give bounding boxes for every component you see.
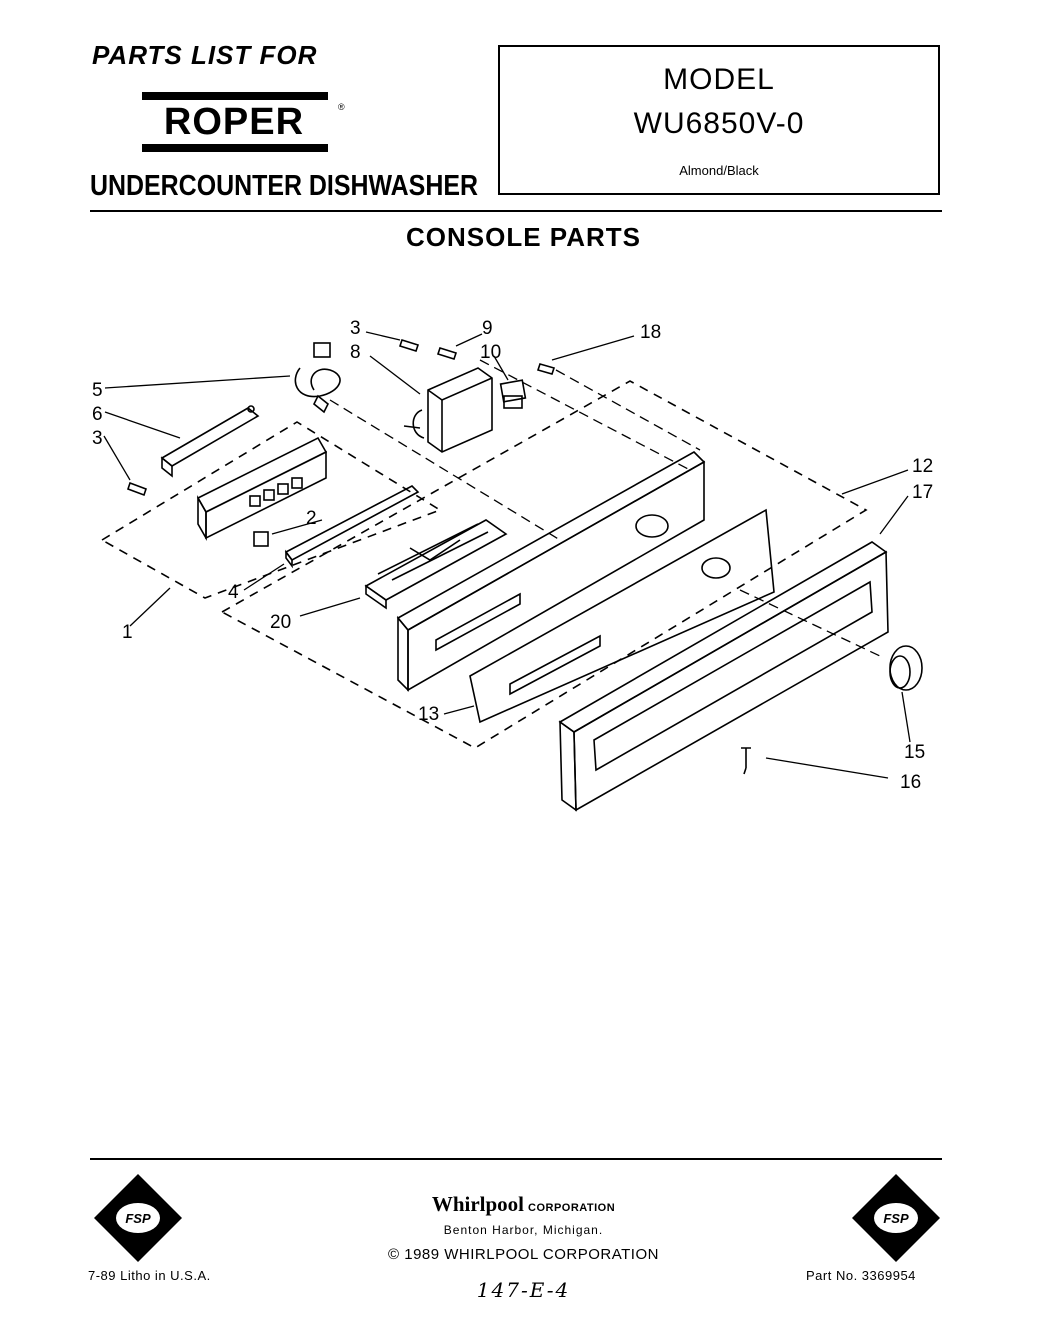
corporation-block: Whirlpool CORPORATION Benton Harbor, Mich…	[0, 1192, 1047, 1263]
roper-logo: ROPER	[138, 92, 330, 154]
console-panel-part	[396, 451, 706, 692]
callout-20: 20	[270, 612, 291, 633]
callout-16: 16	[900, 772, 921, 793]
bracket-part	[160, 405, 260, 478]
callout-3-left: 3	[92, 428, 103, 449]
logo-bar-bottom	[142, 144, 328, 152]
registered-mark: ®	[338, 102, 345, 112]
knob-part	[889, 645, 923, 691]
model-number: WU6850V-0	[633, 107, 805, 140]
callout-4: 4	[228, 582, 239, 603]
overlay-part	[469, 508, 775, 724]
switch-part	[499, 379, 527, 409]
model-color: Almond/Black	[679, 163, 759, 178]
parts-list-heading: PARTS LIST FOR	[92, 40, 318, 70]
litho-note: 7-89 Litho in U.S.A.	[88, 1268, 211, 1283]
logo-bar-top	[142, 92, 328, 100]
callout-6: 6	[92, 404, 103, 425]
wire-harness-part	[294, 342, 341, 414]
product-title: UNDERCOUNTER DISHWASHER	[90, 170, 478, 202]
corporation-name: Whirlpool	[431, 1192, 524, 1216]
part-number: Part No. 3369954	[806, 1268, 916, 1283]
control-board-part	[364, 519, 508, 610]
callout-2: 2	[306, 508, 317, 529]
callout-15: 15	[904, 742, 925, 763]
fsp-logo-right: FSP	[852, 1174, 940, 1262]
model-box: MODEL WU6850V-0 Almond/Black	[498, 45, 940, 195]
callout-3-top: 3	[350, 318, 361, 339]
model-label: MODEL	[663, 63, 775, 96]
display-strip-part	[284, 485, 420, 569]
header-rule	[90, 210, 942, 212]
callout-12: 12	[912, 456, 933, 477]
corporation-city: Benton Harbor, Michigan.	[443, 1223, 604, 1237]
group-outline-12	[220, 380, 868, 749]
callout-17: 17	[912, 482, 933, 503]
callout-8: 8	[350, 342, 361, 363]
callout-9: 9	[482, 318, 493, 339]
fsp-logo-right-text: FSP	[883, 1211, 909, 1226]
callout-5: 5	[92, 380, 103, 401]
corporation-suffix: CORPORATION	[528, 1202, 616, 1214]
timer-part	[403, 367, 493, 453]
fsp-logo-left-text: FSP	[125, 1211, 151, 1226]
callout-13: 13	[418, 704, 439, 725]
handwritten-code: 147-E-4	[476, 1278, 571, 1302]
trim-part	[558, 541, 889, 812]
group-outline-1	[100, 421, 442, 599]
callout-18: 18	[640, 322, 661, 343]
brand-name: ROPER	[163, 101, 305, 143]
section-title: CONSOLE PARTS	[406, 222, 641, 252]
fsp-logo-left: FSP	[94, 1174, 182, 1262]
screw-parts	[126, 339, 751, 775]
callout-10: 10	[480, 342, 501, 363]
footer-rule	[90, 1158, 942, 1160]
console-parts-diagram: 5 6 3 2 4 1 20 3 8 9 10 18 12 17 13 15 1…	[92, 318, 933, 812]
callout-1: 1	[122, 622, 133, 643]
switch-board-part	[196, 436, 328, 547]
copyright-line: © 1989 WHIRLPOOL CORPORATION	[388, 1246, 659, 1263]
